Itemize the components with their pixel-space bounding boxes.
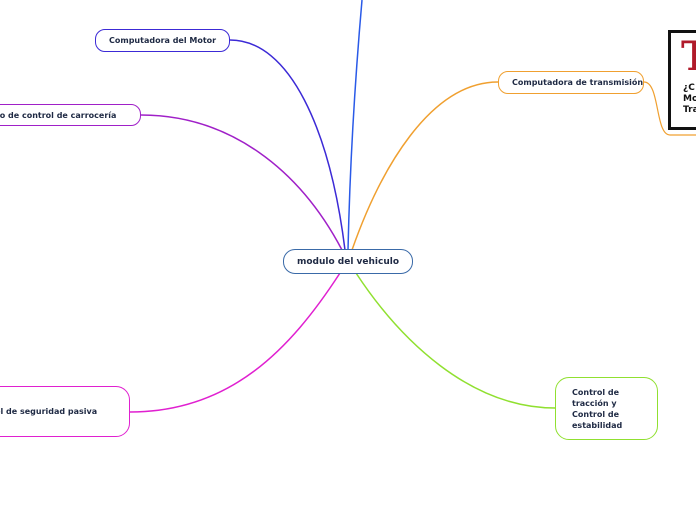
side-card-line-1: ¿C [683, 83, 695, 93]
side-card-line-3: Tra [683, 105, 696, 115]
side-card[interactable]: T ¿C Mo Tra [668, 30, 696, 130]
connector-motor [229, 39, 346, 251]
topic-seguridad-pasiva[interactable]: ol de seguridad pasiva [0, 386, 130, 437]
connector-transmision-card [643, 81, 696, 136]
topic-motor-label: Computadora del Motor [109, 36, 217, 45]
topic-traccion-label: Control de tracción y Control de estabil… [572, 387, 623, 430]
topic-transmision[interactable]: Computadora de transmisión [498, 71, 644, 94]
topic-transmision-label: Computadora de transmisión [512, 78, 644, 87]
connector-transmision [351, 81, 499, 251]
connector-pasiva [129, 272, 341, 413]
side-card-letter: T [681, 37, 696, 77]
topic-carroceria-label: lo de control de carrocería [0, 110, 117, 120]
connector-carroceria [140, 114, 343, 251]
topic-carroceria[interactable]: lo de control de carrocería [0, 104, 141, 126]
topic-motor[interactable]: Computadora del Motor [95, 29, 230, 52]
topic-seguridad-pasiva-label: ol de seguridad pasiva [0, 407, 98, 416]
topic-traccion[interactable]: Control de tracción y Control de estabil… [555, 377, 658, 440]
central-topic[interactable]: modulo del vehiculo [283, 249, 413, 274]
connector-traccion [355, 272, 556, 409]
connector-top [347, 0, 363, 251]
central-topic-label: modulo del vehiculo [296, 256, 400, 267]
side-card-line-2: Mo [683, 94, 696, 104]
